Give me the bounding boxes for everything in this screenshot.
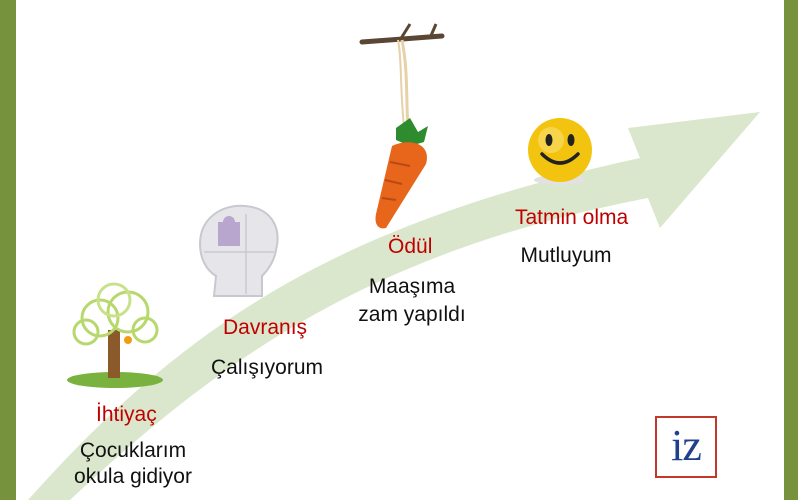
puzzle-head-icon (198, 204, 279, 297)
right-border (784, 0, 798, 500)
carrot-on-stick-icon (359, 23, 445, 229)
step-desc-ihtiyac-line1: Çocuklarım (79, 439, 187, 462)
step-desc-davranis-line1: Çalışıyorum (210, 356, 324, 379)
progress-arrow (28, 112, 760, 500)
step-title-davranis: Davranış (223, 316, 308, 339)
step-desc-ihtiyac-line2: okula gidiyor (74, 465, 192, 488)
step-title-ihtiyac: İhtiyaç (96, 403, 157, 426)
tree-icon (67, 282, 163, 388)
smiley-icon (528, 118, 592, 185)
step-title-tatmin-olma: Tatmin olma (515, 206, 629, 229)
step-desc-odul-line1: Maaşıma (368, 275, 456, 298)
left-border (0, 0, 16, 500)
step-title-odul: Ödül (388, 235, 433, 258)
step-desc-tatmin-olma-line1: Mutluyum (520, 244, 612, 267)
iz-logo: iz (655, 416, 717, 478)
step-desc-odul-line2: zam yapıldı (358, 303, 466, 326)
